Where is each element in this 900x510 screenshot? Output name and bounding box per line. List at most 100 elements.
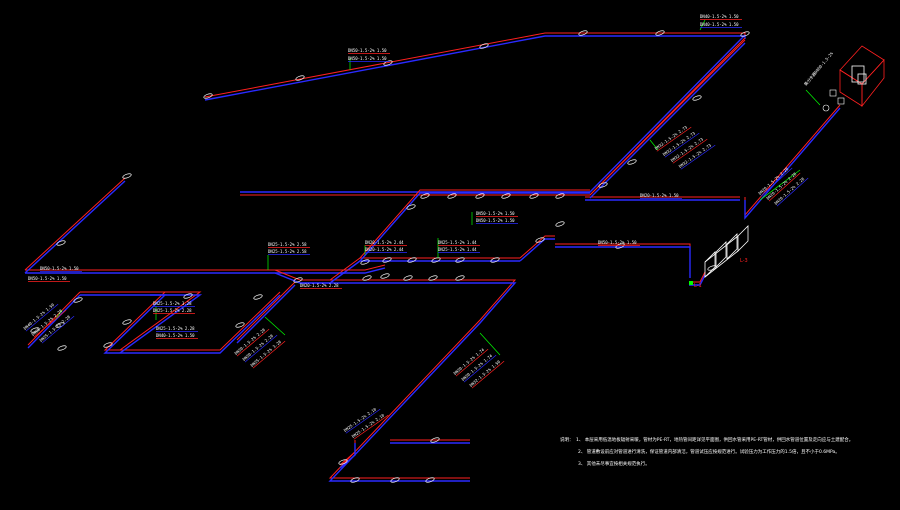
label-underline [656, 126, 692, 152]
valve-symbol [555, 193, 565, 199]
label-underline [353, 414, 389, 440]
return-pipe [339, 443, 356, 469]
valve-symbol [615, 243, 625, 249]
leader-line [479, 332, 501, 356]
valve-symbol [360, 259, 370, 265]
supply-pipe [236, 281, 296, 341]
manifold-box [715, 241, 727, 268]
return-pipe [274, 272, 517, 482]
valve-symbol [479, 43, 489, 49]
label-underline [760, 167, 793, 197]
return-pipe [555, 246, 691, 278]
manifold-box [704, 251, 716, 278]
supply-pipe [555, 243, 691, 275]
supply-pipe [589, 39, 746, 196]
valve-symbol [30, 327, 40, 333]
valve-symbol [529, 193, 539, 199]
label-underline [471, 360, 505, 389]
valve-symbol [455, 275, 465, 281]
pipe-label: DN50-1.5-2% 1.50 [598, 240, 637, 245]
valve-symbol [390, 477, 400, 483]
pipe-label: DN25-1.5-2% 1.44 [438, 247, 477, 252]
valve-symbol [475, 193, 485, 199]
valve-symbol [501, 193, 511, 199]
valve-symbol [428, 275, 438, 281]
pipe-label: DN40-1.5-2% 1.50 [156, 333, 195, 338]
note-line: 1、 本层采用低温地板辐射采暖，管材为PE-RT，地热管间距详见平面图，供回水管… [576, 436, 853, 443]
pipe-label: DN50-1.5-2% 1.50 [476, 211, 515, 216]
note-line: 3、 其他未尽事宜按相关规范执行。 [578, 460, 650, 467]
pipe-label: DN20-1.5-2% 2.28 [300, 283, 339, 288]
return-pipe [80, 294, 281, 354]
return-pipe [340, 267, 386, 274]
valve-symbol [253, 294, 263, 300]
valve-symbol [56, 240, 66, 246]
valve-symbol [122, 319, 132, 325]
leader-line [264, 316, 286, 336]
valve-symbol [692, 95, 702, 101]
label-underline [244, 334, 278, 363]
manifold-edge [704, 235, 739, 263]
pipe-label: DN25-1.5-2% 3.28 [153, 301, 192, 306]
supply-pipe [240, 37, 746, 196]
return-pipe [27, 294, 81, 349]
valve-symbol [425, 477, 435, 483]
label-underline [25, 303, 59, 332]
valve-symbol [57, 345, 67, 351]
valve-symbol [183, 293, 193, 299]
pipe-label: DN20-1.5-2% 1.50 [640, 193, 679, 198]
return-pipe [589, 42, 746, 199]
label-underline [463, 354, 497, 383]
label-underline [345, 408, 381, 434]
supply-pipe [27, 291, 81, 346]
return-pipe [204, 35, 746, 101]
valve-symbol [380, 273, 390, 279]
valve-symbol [430, 437, 440, 443]
return-pipe [359, 192, 590, 262]
valve-symbol [740, 31, 750, 37]
manifold-box [737, 225, 749, 252]
valve-symbol [362, 275, 372, 281]
supply-pipe [744, 104, 841, 217]
valve-symbol [382, 257, 392, 263]
valve-symbol [203, 93, 213, 99]
leader-line [699, 19, 706, 31]
supply-pipe [519, 235, 555, 259]
pipe-network [24, 32, 841, 482]
pipe-label: DN20-1.5-2% 2.44 [365, 247, 404, 252]
pipe-label: DN25-1.5-2% 2.58 [268, 249, 307, 254]
return-pipe [744, 107, 841, 220]
valve-symbol [407, 257, 417, 263]
supply-pipe [359, 189, 590, 259]
label-underline [33, 309, 67, 338]
manifold-label: 集分水器DN50-1.5-2% [802, 50, 834, 87]
valve-symbol [420, 193, 430, 199]
valve-symbol [350, 477, 360, 483]
leader-line [759, 169, 801, 201]
pipe-label: DN50-1.5-2% 1.50 [476, 218, 515, 223]
pipe-label: DN50-1.5-2% 1.50 [348, 56, 387, 61]
equipment-tag-2: L-3 [740, 258, 748, 264]
label-underline [41, 315, 75, 344]
valve-symbol [455, 257, 465, 263]
equipment-detail [822, 89, 845, 112]
valve-symbol [293, 277, 303, 283]
label-underline [768, 172, 801, 202]
valve-symbol [403, 275, 413, 281]
return-pipe [119, 294, 203, 354]
manifold-box [726, 233, 738, 260]
supply-pipe [274, 269, 517, 479]
pipe-label: DN50-1.5-2% 1.50 [40, 266, 79, 271]
valve-symbol [406, 204, 416, 210]
valve-symbol [73, 297, 83, 303]
return-pipe [300, 260, 520, 284]
pipe-label: DN20-1.5-2% 2.44 [365, 240, 404, 245]
label-leaders [54, 19, 821, 356]
label-underline [664, 132, 700, 158]
supply-pipe [340, 264, 386, 271]
valve-symbol [555, 221, 565, 227]
valve-symbol [598, 182, 608, 188]
valve-symbol [431, 257, 441, 263]
